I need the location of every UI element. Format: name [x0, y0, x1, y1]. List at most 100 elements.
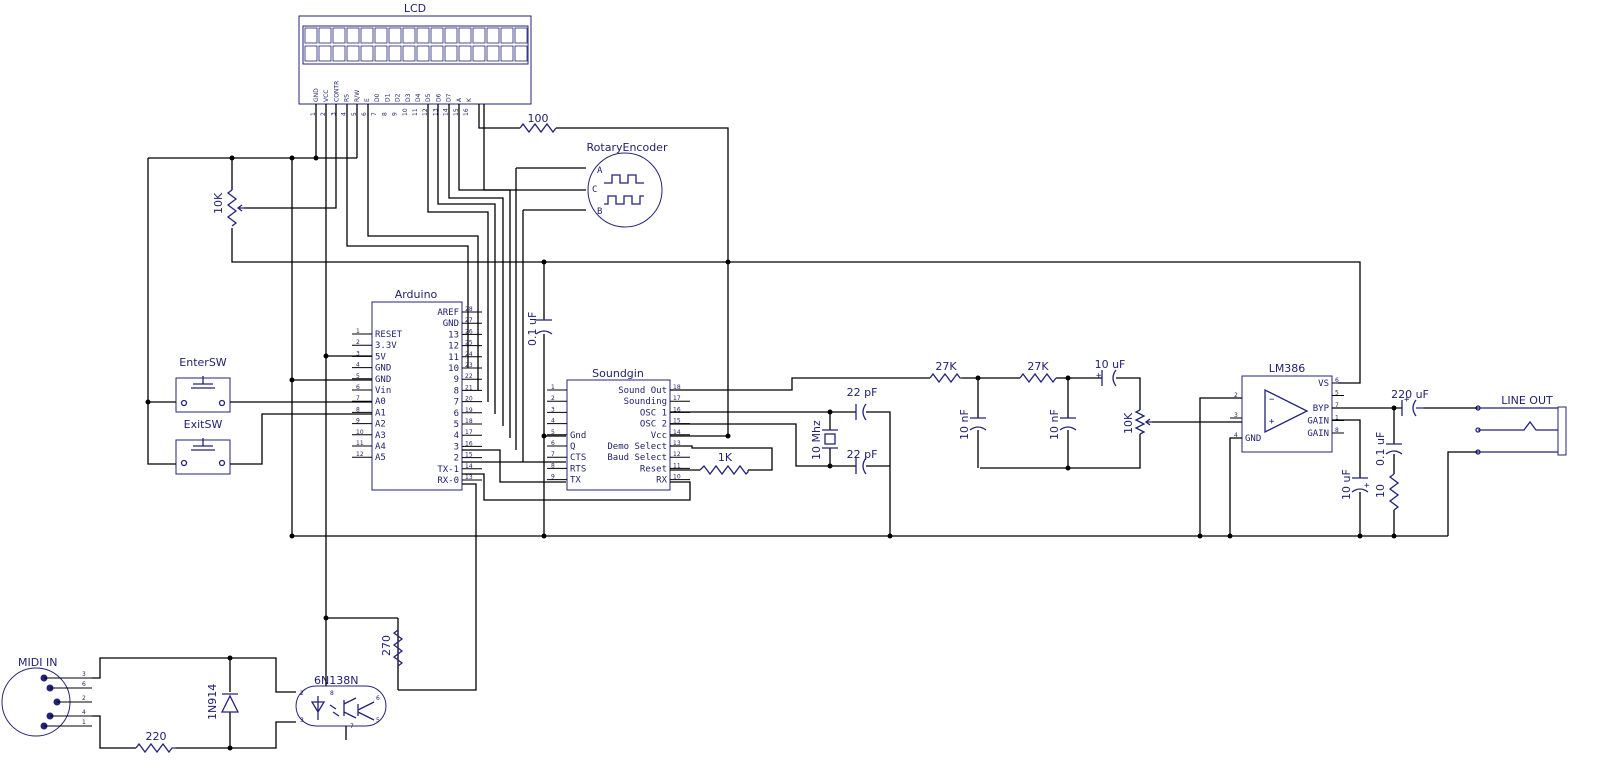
potentiometer-10k-volume: 10K [1122, 409, 1152, 435]
lcd-char-cell [360, 27, 374, 44]
pin-number: 4 [551, 418, 555, 425]
lcd-pin-number: 9 [392, 112, 399, 116]
lcd-module: LCD GND1VCC2CONTR3RS4R/W5E6D07D18D29D310… [298, 2, 532, 116]
pin-number: 4 [356, 362, 360, 369]
pin-name: RX [656, 476, 667, 486]
midi-pin-6: 6 [82, 681, 86, 688]
pin-name: TX-1 [437, 465, 459, 475]
lcd-pin-number: 15 [453, 108, 460, 116]
lcd-char-cell [486, 45, 500, 62]
cap-220uf-label: 220 uF [1391, 388, 1429, 401]
lcd-pin-label: D4 [415, 93, 422, 102]
exit-switch: ExitSW [175, 418, 231, 475]
pin-name: GND [375, 364, 391, 374]
pin-number: 6 [1335, 377, 1339, 384]
exit-switch-actuator-icon [191, 438, 215, 451]
pin-number: 3 [1234, 412, 1238, 419]
pin-name: Sounding [624, 397, 667, 407]
pin-number: 1 [356, 328, 360, 335]
capacitor-10nf-2: 10 nF [1048, 409, 1077, 440]
cap-10uf-coupling-label: 10 uF [1095, 358, 1126, 371]
lcd-char-cell [416, 27, 430, 44]
lcd-char-cell [430, 27, 444, 44]
lcd-char-cell [430, 45, 444, 62]
exit-switch-label: ExitSW [184, 418, 223, 431]
resistor-27k-2: 27K [1019, 360, 1057, 384]
diode-label: 1N914 [206, 684, 219, 720]
pin-name: Q [570, 442, 575, 452]
capacitor-10uf-bypass: + 10 uF [1340, 469, 1370, 500]
lcd-pin-number: 12 [422, 108, 429, 116]
pin-number: 10 [356, 429, 364, 436]
pin-number: 9 [551, 474, 555, 481]
pin-number: 2 [356, 339, 360, 346]
pin-number: 6 [551, 440, 555, 447]
svg-text:+: + [1404, 395, 1410, 405]
pin-name: 2 [454, 454, 459, 464]
pin-name: CTS [570, 453, 586, 463]
waveform-a-icon [604, 174, 644, 184]
midi-pin-2: 2 [82, 695, 86, 702]
pin-name: RX-0 [437, 476, 459, 486]
pin-name: 4 [454, 431, 459, 441]
pin-number: 9 [356, 418, 360, 425]
midi-in-connector: MIDI IN 3 6 2 4 1 [1, 656, 92, 737]
capacitor-22pf-bottom: 22 pF [847, 448, 877, 475]
lcd-char-cell [416, 45, 430, 62]
cap-22pf-top-label: 22 pF [847, 386, 878, 399]
rotary-pin-c: C [592, 185, 597, 195]
pin-number: 20 [465, 396, 473, 403]
opto-pin-8: 8 [330, 690, 334, 697]
lcd-char-cell [486, 27, 500, 44]
pin-number: 18 [465, 418, 473, 425]
pin-number: 10 [673, 474, 681, 481]
pin-number: 14 [673, 429, 681, 436]
pin-number: 8 [356, 406, 360, 413]
resistor-27k-1: 27K [929, 360, 962, 384]
rotary-pin-a: A [597, 166, 603, 176]
pin-number: 5 [356, 373, 360, 380]
pin-name: Baud Select [607, 453, 667, 463]
pin-number: 6 [356, 384, 360, 391]
lcd-pin-number: 1 [310, 112, 317, 116]
lcd-pin-number: 4 [341, 112, 348, 116]
lcd-pin-number: 8 [381, 112, 388, 116]
lcd-char-cell [388, 45, 402, 62]
pin-number: 11 [673, 462, 681, 469]
lcd-char-cell [374, 27, 388, 44]
jack-contacts-icon [1478, 407, 1558, 453]
pin-number: 21 [465, 384, 473, 391]
opamp-plus: + [1269, 417, 1275, 427]
lcd-pin-number: 13 [432, 108, 439, 116]
pin-name: A1 [375, 408, 386, 418]
resistor-220-label: 220 [146, 730, 167, 743]
pin-number: 2 [1234, 392, 1238, 399]
pin-name: GAIN [1307, 417, 1329, 427]
pin-number: 13 [465, 474, 473, 481]
rotary-pin-b: B [597, 207, 602, 217]
pin-number: 23 [465, 362, 473, 369]
pin-number: 3 [356, 350, 360, 357]
pin-name: Vin [375, 386, 391, 396]
opto-pin-7: 7 [350, 723, 354, 730]
lcd-char-cell [444, 27, 458, 44]
lcd-pin-number: 7 [371, 112, 378, 116]
pin-name: 11 [448, 353, 459, 363]
rotary-encoder: RotaryEncoder A C B [587, 141, 668, 228]
pin-name: Sound Out [618, 386, 667, 396]
lineout-title: LINE OUT [1501, 394, 1553, 407]
capacitor-01uf-output: 0.1 uF [1374, 432, 1403, 466]
pin-name: A3 [375, 431, 386, 441]
lm386-title: LM386 [1269, 362, 1306, 375]
lcd-char-cell [514, 27, 528, 44]
pin-name: AREF [437, 308, 459, 318]
pin-name: GND [443, 319, 459, 329]
soundgin-title: Soundgin [592, 367, 644, 380]
pin-name: GND [375, 375, 391, 385]
lcd-pin-label: D7 [446, 93, 453, 102]
pin-number: 18 [673, 384, 681, 391]
svg-text:+: + [1364, 481, 1370, 491]
pin-number: 16 [465, 440, 473, 447]
lcd-pin-label: GND [313, 88, 320, 102]
